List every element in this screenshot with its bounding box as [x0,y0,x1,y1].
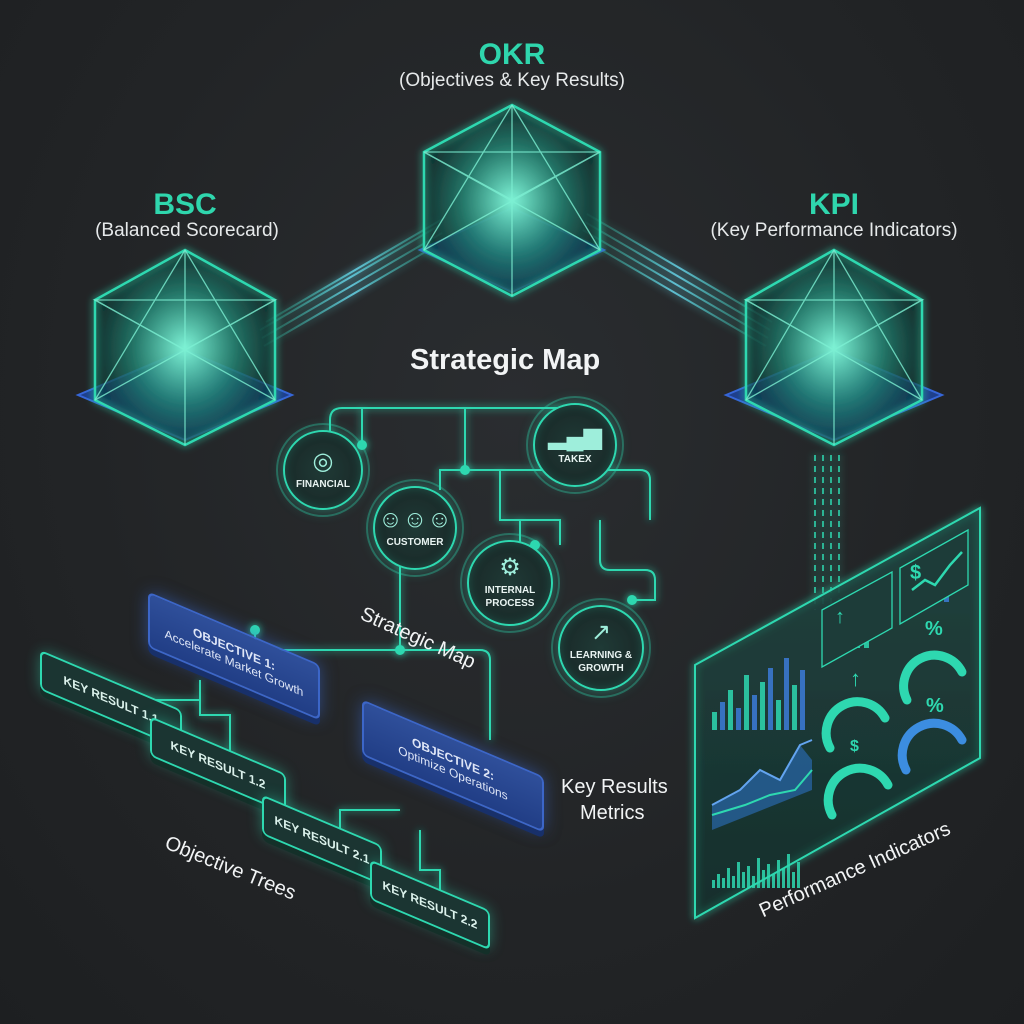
dashboard-bar [784,658,789,730]
node-financial[interactable]: ◎ FINANCIAL [276,423,370,517]
kpi-subtitle: (Key Performance Indicators) [710,220,958,241]
dashboard-bar [742,872,745,888]
dashboard-area-chart [711,739,813,830]
okr-subtitle: (Objectives & Key Results) [399,70,625,91]
dashboard-bar [727,868,730,888]
dashboard-bar [747,866,750,888]
node-internal-process[interactable]: ⚙ INTERNAL PROCESS [460,533,560,633]
metrics-label: Metrics [580,802,645,824]
dashboard-bar [752,876,755,888]
dashboard-bar [757,858,760,888]
dashboard-bar [800,670,805,730]
dollar-icon: $ [910,562,922,584]
dashboard-bar [760,682,765,730]
up-arrow-icon: ↑ [835,606,845,628]
node-ring [366,479,464,577]
dashboard-bar [787,854,790,888]
node-ring [551,598,651,698]
dashboard-bar [722,878,725,888]
dashboard-bar [737,862,740,888]
dashboard-bar [767,864,770,888]
bsc-title: BSC [153,188,217,221]
dashboard-bar [777,860,780,888]
dashboard-bar [720,702,725,730]
dollar-icon: $ [850,738,859,755]
percent-icon: % [926,695,944,717]
beam-bsc-okr [259,216,447,347]
dashboard-bar [732,876,735,888]
dashboard-bar [792,872,795,888]
dashboard-bar [772,874,775,888]
dashboard-bar [782,868,785,888]
bsc-cube [75,248,295,447]
dashboard-bar [768,668,773,730]
dashboard-bar [717,874,720,888]
beam-okr-kpi [580,213,773,347]
dashboard-gauges [821,650,967,820]
strategic-map-title: Strategic Map [410,344,601,376]
dashboard-trend-line [911,551,963,591]
node-takex[interactable]: ▂▄▆ TAKEX [526,396,624,494]
kpi-title: KPI [808,188,859,221]
node-learning-growth[interactable]: ↗ LEARNING & GROWTH [551,598,651,698]
dashboard-bar [762,870,765,888]
bsc-subtitle: (Balanced Scorecard) [95,220,279,241]
dashboard-bar [752,695,757,730]
okr-title: OKR [478,38,546,71]
dashboard-bar [728,690,733,730]
node-customer[interactable]: ☺☺☺ CUSTOMER [366,479,464,577]
beam-kpi-dashboard [814,455,840,610]
dashboard-mini-panels [821,528,969,669]
key-results-label: Key Results [561,776,668,798]
okr-cube [417,103,607,298]
kpi-cube [723,248,945,447]
dashboard-bar [797,862,800,888]
dashboard-bar [744,675,749,730]
dashboard-bar [712,712,717,730]
node-ring [276,423,370,517]
node-ring [526,396,624,494]
node-ring [460,533,560,633]
dashboard-bar [712,880,715,888]
up-arrow-icon: ↑ [850,666,861,691]
dashboard-bar [792,685,797,730]
percent-icon: % [925,618,943,640]
dashboard-bar [776,700,781,730]
dashboard-bar [736,708,741,730]
